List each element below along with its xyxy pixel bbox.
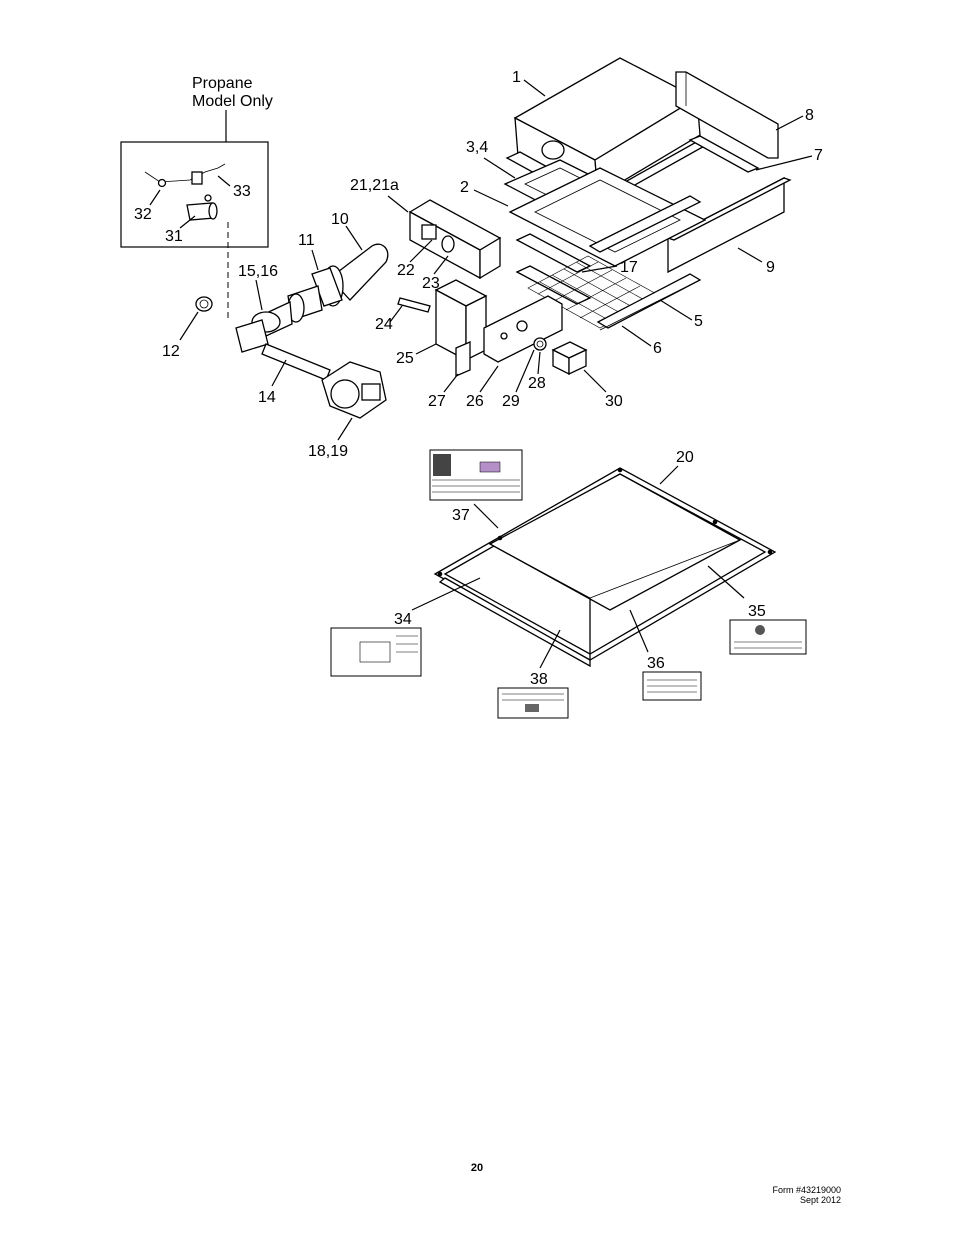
callout-23: 23 [422, 275, 440, 292]
callout-34: 34 [394, 611, 412, 628]
callout-20: 20 [676, 449, 694, 466]
rail-7 [688, 135, 760, 173]
callout-2: 2 [460, 179, 469, 196]
transformer-30 [551, 341, 588, 376]
callout-3-4: 3,4 [466, 139, 488, 156]
callout-10: 10 [331, 211, 349, 228]
callout-14: 14 [258, 389, 276, 406]
label-37 [429, 449, 523, 501]
callout-30: 30 [605, 393, 623, 410]
callout-11: 11 [298, 232, 315, 249]
plate-26 [483, 295, 563, 363]
callout-9: 9 [766, 259, 775, 276]
pin-24 [397, 297, 431, 313]
form-info: Form #43219000 Sept 2012 [772, 1185, 841, 1205]
burner-assembly [235, 243, 389, 419]
label-34 [330, 627, 422, 677]
callout-27: 27 [428, 393, 446, 410]
knob-28 [533, 337, 547, 351]
callout-12: 12 [162, 343, 180, 360]
tray-2 [508, 167, 707, 267]
callout-1: 1 [512, 69, 521, 86]
control-box-25 [434, 279, 488, 362]
callout-5: 5 [694, 313, 703, 330]
callout-29: 29 [502, 393, 520, 410]
burner-bracket-21 [408, 199, 502, 280]
page-number: 20 [470, 1162, 484, 1174]
callout-18-19: 18,19 [308, 443, 348, 460]
strip-17b [515, 265, 592, 305]
callout-31: 31 [165, 228, 183, 245]
exploded-parts-diagram: Propane Model Only 33 32 31 [120, 57, 823, 719]
callout-37: 37 [452, 507, 470, 524]
orifice-12 [195, 296, 213, 312]
callout-17: 17 [620, 259, 638, 276]
rail-5 [596, 273, 702, 329]
callout-6: 6 [653, 340, 662, 357]
form-date: Sept 2012 [799, 1195, 841, 1205]
callout-26: 26 [466, 393, 484, 410]
inset-box [120, 141, 269, 248]
screen-6 [527, 255, 661, 329]
label-38 [497, 687, 569, 719]
form-number: Form #43219000 [772, 1185, 841, 1195]
callouts: 1 3,4 2 8 7 9 21,21a 10 11 22 23 17 15,1… [162, 69, 823, 688]
callout-25: 25 [396, 350, 414, 367]
callout-7: 7 [814, 147, 823, 164]
callout-38: 38 [530, 671, 548, 688]
callout-24: 24 [375, 316, 393, 333]
propane-inset: Propane Model Only 33 32 31 [120, 75, 273, 320]
callout-35: 35 [748, 603, 766, 620]
callout-36: 36 [647, 655, 665, 672]
callout-8: 8 [805, 107, 814, 124]
inset-title-line1: Propane [192, 75, 253, 92]
side-bracket-8 [675, 71, 779, 159]
inset-title-line2: Model Only [192, 93, 273, 110]
callout-33: 33 [233, 183, 251, 200]
callout-32: 32 [134, 206, 152, 223]
callout-15-16: 15,16 [238, 263, 278, 280]
label-36 [642, 671, 702, 701]
side-panel-9 [666, 176, 792, 274]
callout-28: 28 [528, 375, 546, 392]
label-35 [729, 619, 807, 655]
callout-22: 22 [397, 262, 415, 279]
callout-21-21a: 21,21a [350, 177, 399, 194]
bracket-27 [455, 341, 471, 377]
